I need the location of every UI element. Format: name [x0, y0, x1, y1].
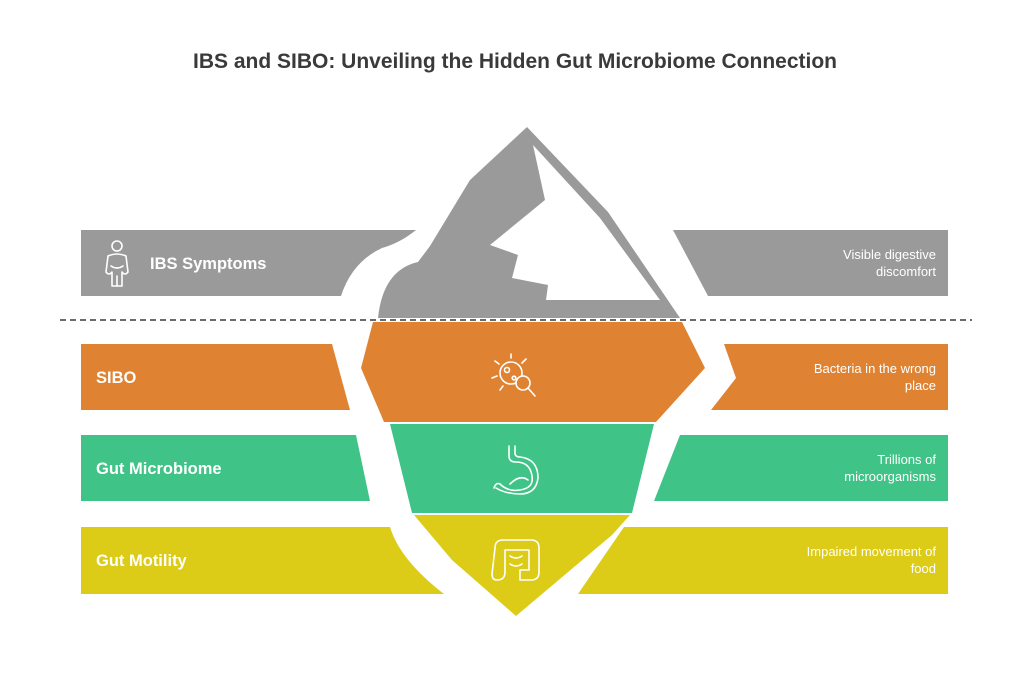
- layer-label-gut-microbiome: Gut Microbiome: [96, 460, 222, 478]
- desc-line: discomfort: [876, 264, 936, 279]
- desc-line: microorganisms: [844, 469, 936, 484]
- person-icon: [105, 240, 129, 287]
- layer-desc-gut-motility: Impaired movement of food: [736, 543, 936, 577]
- band-ibs-symptoms: [81, 230, 948, 296]
- iceberg-layer-gut-microbiome: [390, 424, 654, 513]
- band-gut-motility: [81, 527, 948, 594]
- bacteria-search-icon: [491, 353, 536, 397]
- desc-line: Impaired movement of: [806, 544, 936, 559]
- page-title: IBS and SIBO: Unveiling the Hidden Gut M…: [192, 50, 838, 73]
- layer-desc-gut-microbiome: Trillions of microorganisms: [736, 451, 936, 485]
- layer-label-gut-motility: Gut Motility: [96, 552, 187, 570]
- stomach-icon: [493, 445, 539, 495]
- layer-label-sibo: SIBO: [96, 369, 137, 387]
- band-sibo: [81, 344, 948, 410]
- layer-desc-sibo: Bacteria in the wrong place: [736, 360, 936, 394]
- desc-line: Trillions of: [877, 452, 936, 467]
- layer-desc-ibs-symptoms: Visible digestive discomfort: [736, 246, 936, 280]
- iceberg-layer-sibo: [361, 322, 705, 422]
- desc-line: Visible digestive: [843, 247, 936, 262]
- band-gut-microbiome: [81, 435, 948, 501]
- intestine-icon: [491, 539, 540, 581]
- desc-line: food: [910, 561, 936, 576]
- layer-label-ibs-symptoms: IBS Symptoms: [150, 255, 267, 273]
- iceberg-snow: [490, 145, 660, 300]
- iceberg-layer-gut-motility: [414, 515, 630, 616]
- desc-line: place: [904, 378, 936, 393]
- desc-line: Bacteria in the wrong: [813, 361, 936, 376]
